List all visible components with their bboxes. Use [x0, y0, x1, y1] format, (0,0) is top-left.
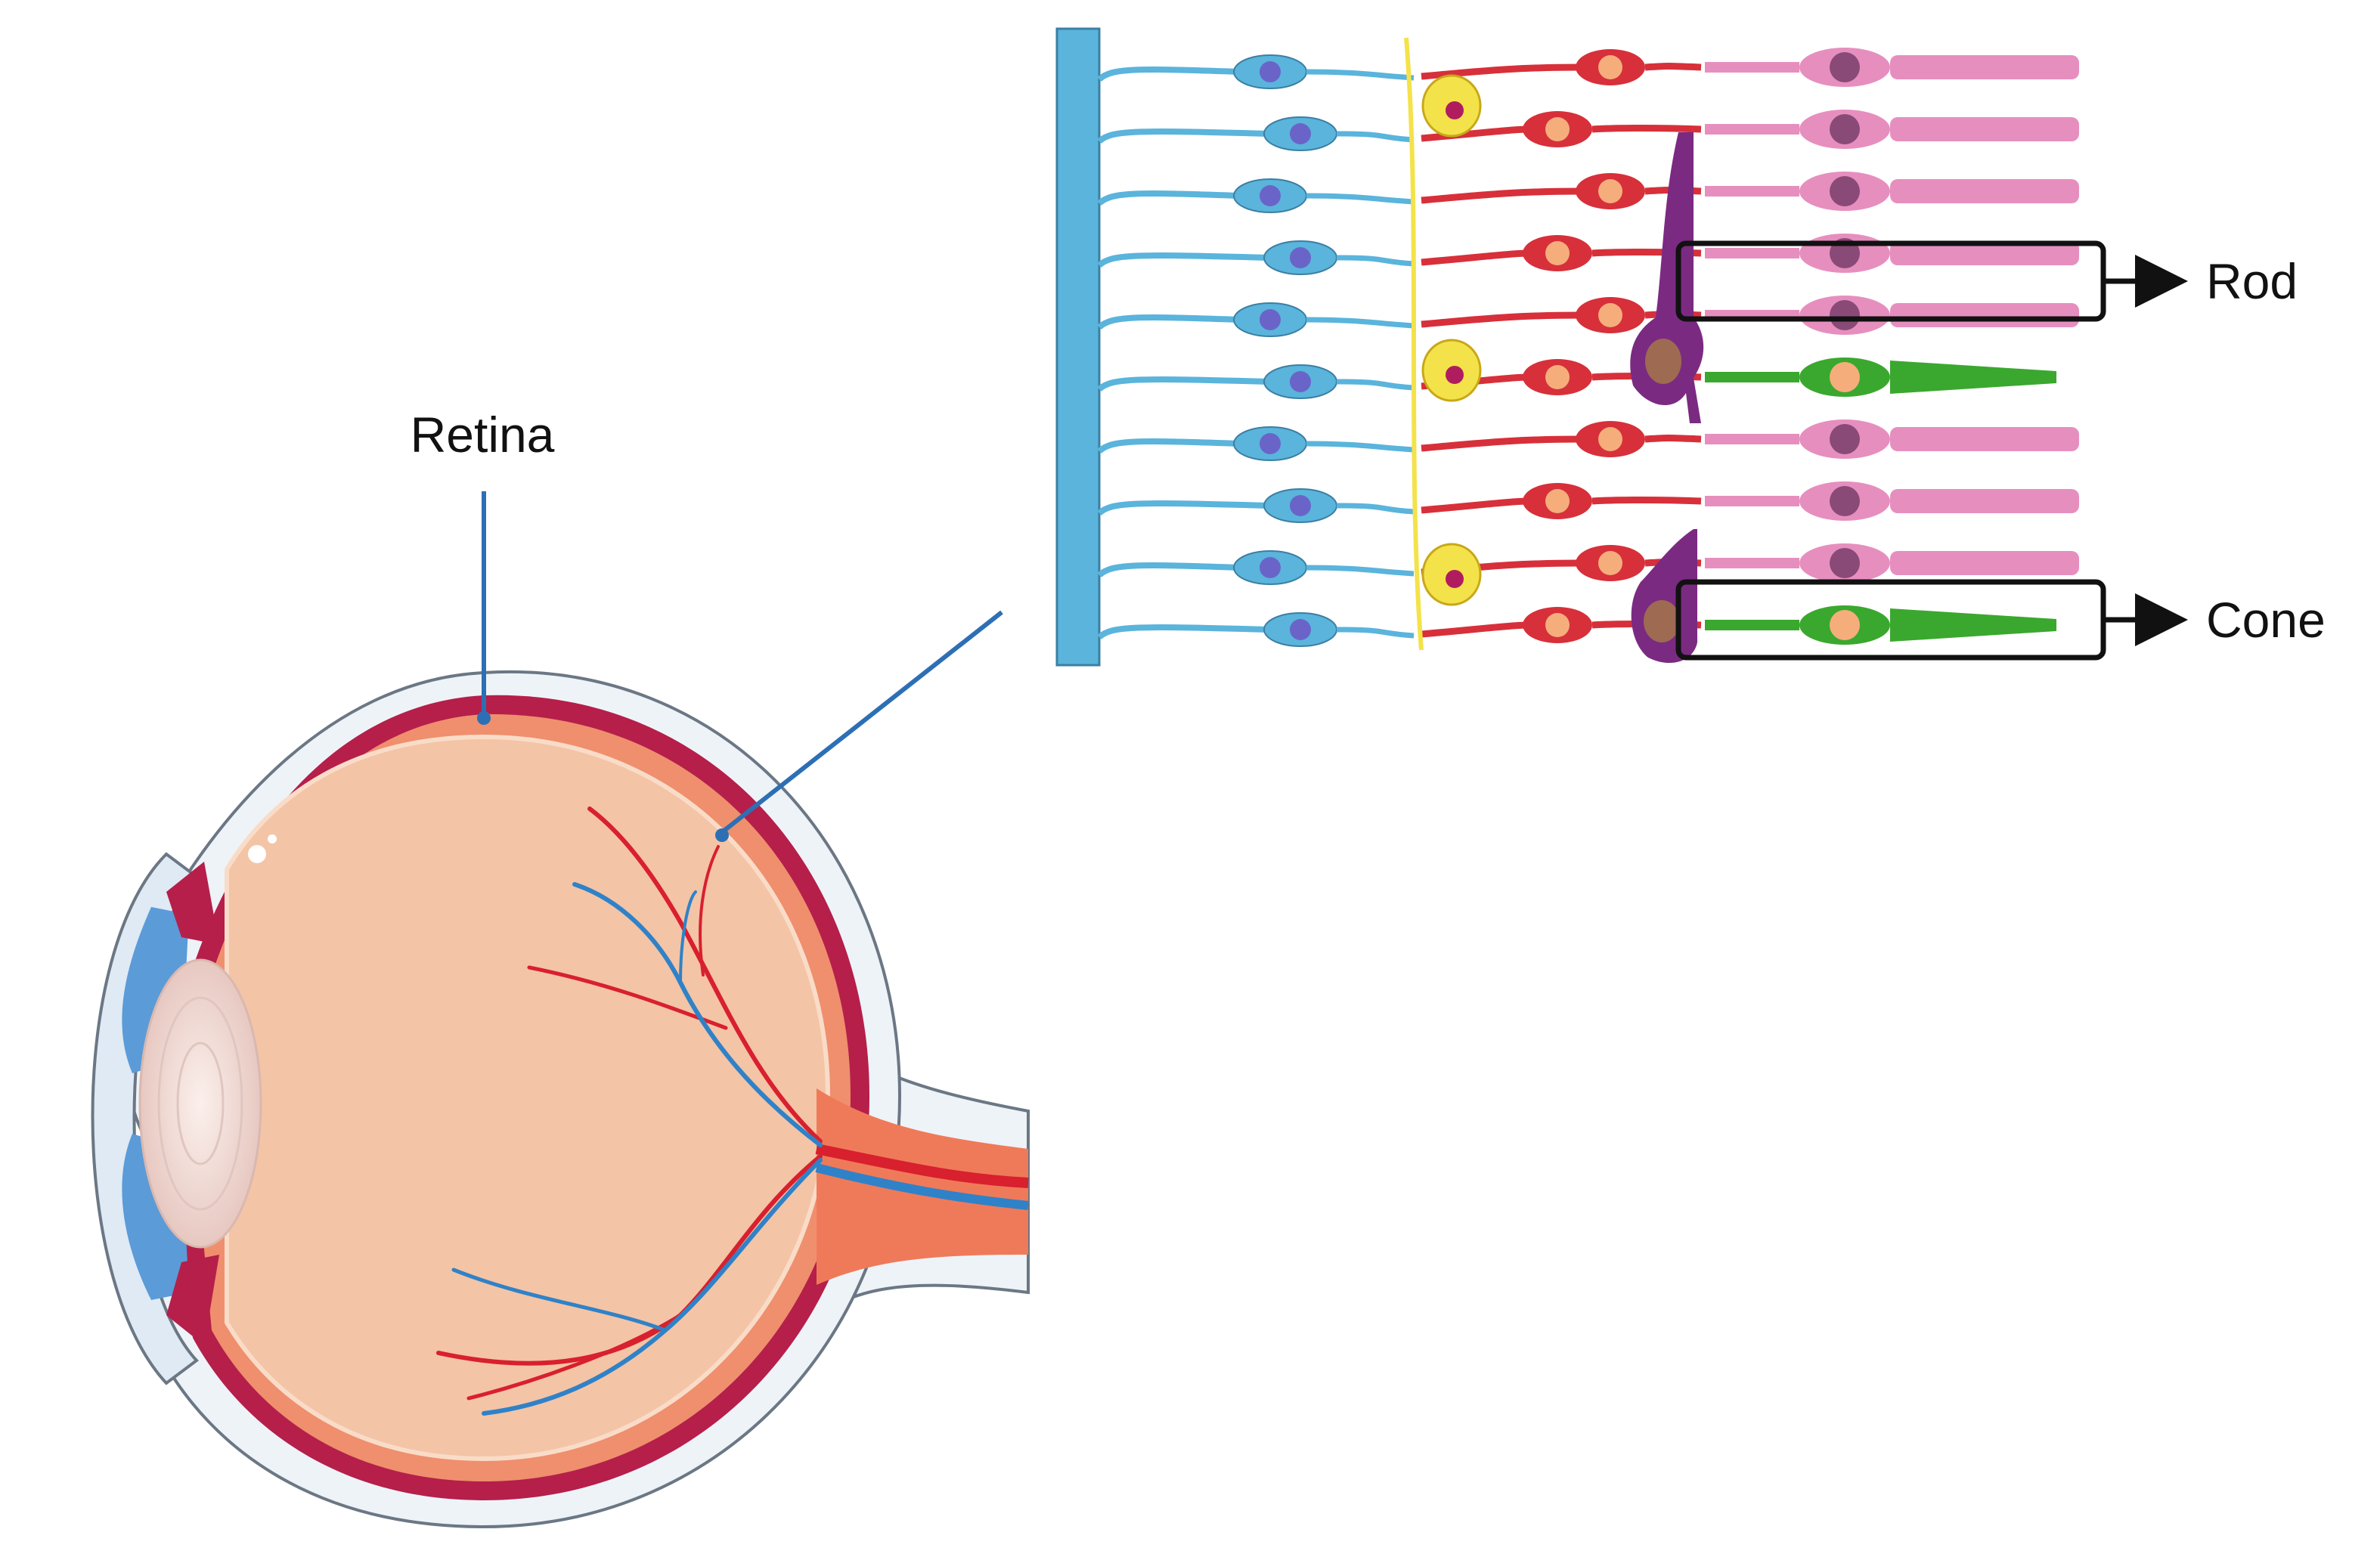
ganglion-nucleus — [1290, 247, 1311, 268]
ciliary-body-lower — [166, 1255, 219, 1345]
bipolar-dendrite — [1644, 435, 1702, 443]
bipolar-nucleus — [1598, 551, 1622, 575]
ganglion-dendrite — [1336, 131, 1415, 143]
ciliary-body-upper — [166, 862, 219, 945]
ganglion-axon — [1097, 67, 1241, 82]
cone-nucleus — [1830, 362, 1860, 392]
bipolar-axon — [1421, 187, 1581, 204]
amacrine-nucleus — [1446, 366, 1464, 384]
horizontal-cell-nucleus-upper — [1645, 339, 1681, 384]
ganglion-nucleus — [1260, 557, 1281, 578]
ganglion-axon — [1097, 438, 1241, 454]
cone-nucleus — [1830, 610, 1860, 640]
ganglion-nucleus — [1260, 309, 1281, 330]
retina-pointer-dot — [477, 711, 491, 725]
rod-outer-segment — [1890, 179, 2079, 203]
eye-cross-section — [91, 670, 1030, 1529]
bipolar-axon — [1421, 497, 1528, 514]
optic-nerve-vein — [815, 1163, 1029, 1210]
amacrine-nucleus — [1446, 570, 1464, 588]
horizontal-cell-nucleus-lower — [1644, 600, 1680, 642]
ganglion-dendrite — [1306, 317, 1415, 329]
bipolar-dendrite — [1644, 63, 1702, 71]
eye-highlight-small — [268, 834, 277, 844]
ganglion-dendrite — [1336, 255, 1415, 267]
rod-outer-segment — [1890, 551, 2079, 575]
rod-nucleus — [1830, 424, 1860, 454]
rod-outer-segment — [1890, 427, 2079, 451]
cone-outer-segment — [1890, 361, 2056, 394]
ganglion-axon — [1097, 500, 1271, 516]
ganglion-nucleus — [1260, 433, 1281, 454]
bipolar-nucleus — [1598, 427, 1622, 451]
rod-nucleus — [1830, 114, 1860, 144]
rod-nucleus — [1830, 548, 1860, 578]
rod-nucleus — [1830, 176, 1860, 206]
horizontal-cell-lower — [1631, 529, 1697, 664]
bipolar-nucleus — [1545, 365, 1570, 389]
bipolar-dendrite — [1591, 497, 1702, 505]
rod-outer-segment — [1890, 55, 2079, 79]
optic-nerve-artery — [815, 1144, 1029, 1188]
bipolar-nucleus — [1545, 117, 1570, 141]
ganglion-axon — [1097, 128, 1271, 144]
ganglion-dendrite — [1306, 193, 1415, 205]
ganglion-dendrite — [1336, 379, 1415, 391]
ganglion-dendrite — [1306, 69, 1415, 81]
ganglion-nucleus — [1290, 371, 1311, 392]
bipolar-nucleus — [1598, 303, 1622, 327]
zoom-pointer-dot — [715, 828, 729, 842]
zoom-pointer-line — [717, 610, 1003, 837]
bipolar-axon — [1421, 125, 1528, 142]
bipolar-axon — [1421, 249, 1528, 266]
nerve-fiber-layer — [1055, 27, 1101, 667]
bipolar-nucleus — [1545, 241, 1570, 265]
ganglion-nucleus — [1290, 123, 1311, 144]
ganglion-axon — [1097, 190, 1241, 206]
cone-label: Cone — [2206, 592, 2326, 648]
bipolar-axon — [1421, 435, 1581, 452]
ganglion-axon — [1097, 624, 1271, 640]
bipolar-axon — [1421, 311, 1581, 328]
bipolar-dendrite — [1591, 125, 1702, 133]
bipolar-nucleus — [1545, 613, 1570, 637]
rod-outer-segment — [1890, 303, 2079, 327]
rod-nucleus — [1830, 300, 1860, 330]
ganglion-dendrite — [1336, 627, 1415, 639]
amacrine-nucleus — [1446, 101, 1464, 119]
bipolar-nucleus — [1598, 179, 1622, 203]
rod-label: Rod — [2206, 253, 2298, 309]
ganglion-dendrite — [1306, 565, 1415, 577]
rod-outer-segment — [1890, 241, 2079, 265]
rod-nucleus — [1830, 52, 1860, 82]
ganglion-axon — [1097, 252, 1271, 268]
ganglion-axon — [1097, 562, 1241, 578]
eye-highlight — [248, 845, 266, 863]
ganglion-dendrite — [1336, 503, 1415, 515]
ganglion-nucleus — [1290, 495, 1311, 516]
rod-outer-segment — [1890, 117, 2079, 141]
retinal-vessels — [436, 806, 823, 1416]
amacrine-process — [1404, 37, 1424, 651]
retinal-cell-layers — [1055, 27, 2079, 667]
cone-outer-segment — [1890, 608, 2056, 642]
lens-core — [176, 1042, 225, 1165]
retina-label: Retina — [411, 407, 555, 463]
ganglion-axon — [1097, 376, 1271, 392]
bipolar-axon — [1421, 621, 1528, 638]
ganglion-nucleus — [1260, 185, 1281, 206]
ganglion-dendrite — [1306, 441, 1415, 453]
rod-outer-segment — [1890, 489, 2079, 513]
bipolar-nucleus — [1545, 489, 1570, 513]
ganglion-nucleus — [1290, 619, 1311, 640]
ganglion-nucleus — [1260, 61, 1281, 82]
ganglion-axon — [1097, 314, 1241, 330]
bipolar-nucleus — [1598, 55, 1622, 79]
rod-nucleus — [1830, 486, 1860, 516]
bipolar-axon — [1421, 63, 1581, 80]
lens-ring — [157, 996, 243, 1211]
